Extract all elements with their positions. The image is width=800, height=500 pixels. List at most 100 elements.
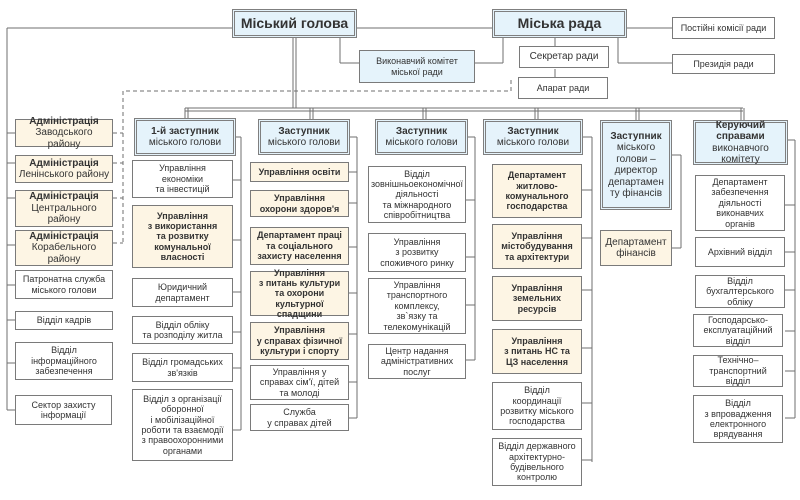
unit-box[interactable]: Управління економіки та інвестицій (132, 160, 233, 198)
left-item-title: Адміністрація (29, 230, 99, 242)
council-secretary-box[interactable]: Секретар ради (519, 46, 609, 68)
unit-label: Відділ зовнішньоекономічної діяльності т… (370, 168, 464, 221)
city-council-box[interactable]: Міська рада (492, 9, 627, 38)
unit-box[interactable]: Управління освіти (250, 162, 349, 182)
unit-box[interactable]: Відділ державного архітектурно- будівель… (492, 438, 582, 486)
unit-label: Управління у справах фізичної культури і… (256, 325, 343, 357)
unit-label: Відділ громадських зв'язків (142, 357, 223, 378)
unit-box[interactable]: Департамент праці та соціального захисту… (250, 227, 349, 265)
council-secretary-label: Секретар ради (529, 51, 599, 63)
unit-box[interactable]: Відділ громадських зв'язків (132, 353, 233, 382)
left-item-label: Сектор захисту інформації (31, 399, 96, 420)
unit-box[interactable]: Відділ бухгалтерського обліку (695, 275, 785, 308)
unit-label: Технічно– транспортний відділ (709, 355, 767, 387)
standing-commissions-box[interactable]: Постійні комісії ради (672, 17, 775, 39)
council-apparatus-box[interactable]: Апарат ради (518, 77, 608, 99)
deputy-title: Заступник (610, 130, 662, 142)
unit-box[interactable]: Технічно– транспортний відділ (693, 355, 783, 387)
unit-label: Відділ з впровадження електронного вряду… (704, 398, 772, 440)
deputy-subtitle: міського голови (385, 137, 458, 148)
unit-box[interactable]: Юридичний департамент (132, 278, 233, 307)
unit-box[interactable]: Управління у справах сім'ї, дітей та мол… (250, 365, 349, 400)
exec-committee-box[interactable]: Виконавчий комітет міської ради (359, 50, 475, 83)
council-apparatus-label: Апарат ради (536, 82, 590, 93)
unit-box[interactable]: Господарсько- експлуатаційний відділ (693, 314, 783, 347)
deputy-subtitle: міського голови – директор департамен ту… (608, 142, 664, 199)
unit-box[interactable]: Департамент забезпечення діяльності вико… (695, 175, 785, 231)
unit-box[interactable]: Служба у справах дітей (250, 404, 349, 431)
deputy-title: Заступник (395, 125, 448, 137)
unit-label: Служба у справах дітей (267, 407, 332, 428)
unit-label: Департамент фінансів (605, 236, 667, 260)
unit-label: Департамент забезпечення діяльності вико… (711, 177, 769, 229)
unit-box[interactable]: Департамент фінансів (600, 230, 672, 266)
unit-label: Відділ державного архітектурно- будівель… (498, 441, 576, 483)
unit-label: Управління транспортного комплексу, зв`я… (383, 280, 451, 332)
hr-department-box[interactable]: Відділ кадрів (15, 311, 113, 330)
unit-label: Відділ з організації оборонної і мобіліз… (141, 393, 224, 456)
mayor-box[interactable]: Міський голова (232, 9, 357, 38)
deputy-title: Заступник (507, 125, 559, 137)
presidium-box[interactable]: Президія ради (672, 54, 775, 74)
left-item-label: Відділ кадрів (36, 315, 92, 326)
unit-box[interactable]: Департамент житлово- комунального господ… (492, 164, 582, 218)
deputy-title: 1-й заступник (151, 125, 219, 137)
deputy-subtitle: міського голови (496, 137, 570, 148)
unit-box[interactable]: Відділ обліку та розподілу житла (132, 316, 233, 344)
unit-label: Центр надання адміністративних послуг (380, 345, 454, 377)
standing-commissions-label: Постійні комісії ради (680, 22, 767, 33)
unit-label: Управління економіки та інвестицій (155, 163, 210, 195)
unit-label: Відділ бухгалтерського обліку (706, 275, 774, 307)
unit-label: Господарсько- експлуатаційний відділ (703, 314, 773, 346)
unit-box[interactable]: Управління транспортного комплексу, зв`я… (368, 278, 466, 334)
deputy-title: Керуючий справами (715, 119, 766, 143)
unit-box[interactable]: Управління охорони здоров'я (250, 190, 349, 217)
unit-box[interactable]: Управління земельних ресурсів (492, 276, 582, 321)
info-protection-sector-box[interactable]: Сектор захисту інформації (15, 395, 112, 425)
unit-box[interactable]: Управління з питань НС та ЦЗ населення (492, 329, 582, 374)
unit-box[interactable]: Управління з розвитку споживчого ринку (368, 233, 466, 272)
unit-label: Департамент праці та соціального захисту… (257, 230, 342, 262)
left-item-title: Адміністрація (29, 191, 99, 203)
unit-label: Управління з використання та розвитку ко… (147, 210, 218, 263)
left-item-sub: Центрального району (31, 202, 97, 226)
unit-box[interactable]: Управління містобудування та архітектури (492, 224, 582, 269)
left-item-label: Відділ інформаційного забезпечення (31, 345, 97, 377)
unit-label: Управління містобудування та архітектури (501, 230, 573, 262)
unit-box[interactable]: Відділ координації розвитку міського гос… (492, 382, 582, 430)
patronage-service-box[interactable]: Патронатна служба міського голови (15, 270, 113, 299)
unit-box[interactable]: Відділ зовнішньоекономічної діяльності т… (368, 166, 466, 223)
city-council-label: Міська рада (517, 15, 602, 32)
unit-label: Управління з питань культури та охорони … (258, 267, 341, 320)
unit-label: Управління охорони здоров'я (259, 193, 340, 214)
left-item-sub: Заводського району (35, 127, 93, 150)
exec-committee-label: Виконавчий комітет міської ради (376, 56, 458, 77)
unit-box[interactable]: Відділ з організації оборонної і мобіліз… (132, 389, 233, 461)
unit-box[interactable]: Відділ з впровадження електронного вряду… (693, 395, 783, 443)
left-item-sub: Корабельного району (31, 242, 97, 265)
unit-label: Управління освіти (258, 166, 341, 177)
unit-box[interactable]: Управління з питань культури та охорони … (250, 268, 349, 319)
unit-label: Відділ обліку та розподілу житла (142, 319, 223, 340)
left-item-label: Патронатна служба міського голови (22, 274, 106, 295)
unit-box[interactable]: Управління у справах фізичної культури і… (250, 322, 349, 360)
unit-box[interactable]: Архівний відділ (695, 237, 785, 267)
presidium-label: Президія ради (693, 58, 754, 69)
unit-box[interactable]: Центр надання адміністративних послуг (368, 344, 466, 379)
deputy-subtitle: міського голови (148, 137, 222, 148)
unit-box[interactable]: Управління з використання та розвитку ко… (132, 205, 233, 268)
unit-label: Відділ координації розвитку міського гос… (500, 385, 574, 427)
mayor-label: Міський голова (240, 15, 349, 32)
info-support-department-box[interactable]: Відділ інформаційного забезпечення (15, 342, 113, 380)
